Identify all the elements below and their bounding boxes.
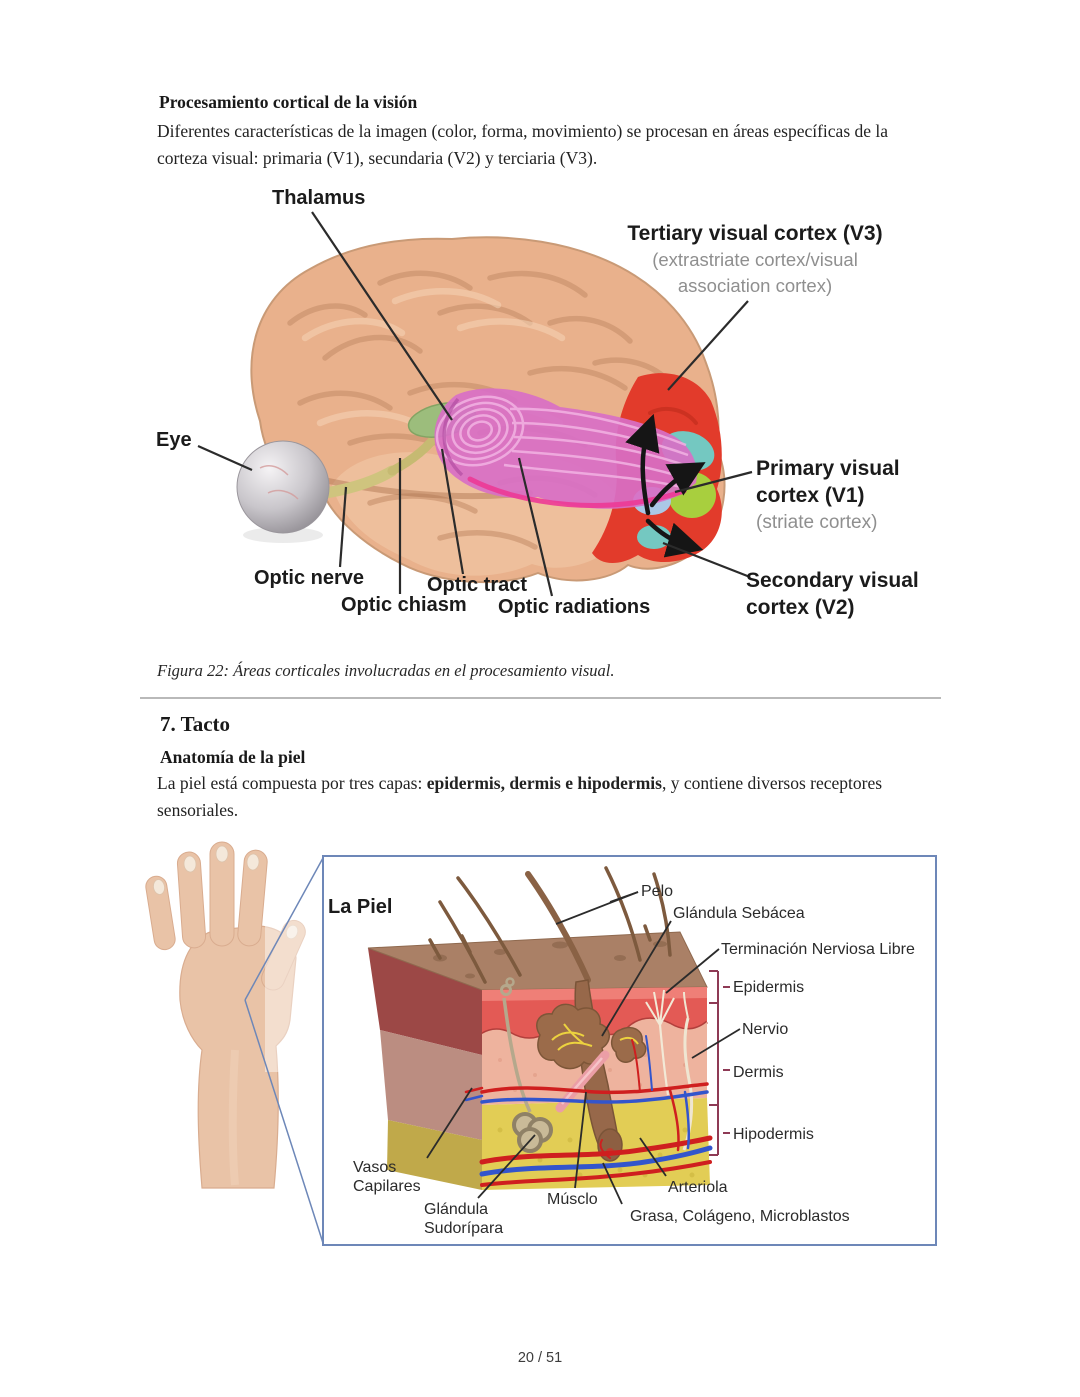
figure-brain-visual-pathway: Thalamus Tertiary visual cortex (V3) (ex… — [140, 183, 940, 643]
touch-subheading: Anatomía de la piel — [160, 747, 306, 767]
label-optic-radiations: Optic radiations — [498, 596, 651, 618]
fingernails — [153, 845, 299, 940]
label-tertiary-visual-cortex: Tertiary visual cortex (V3) (extrastriat… — [595, 221, 915, 299]
label-tertiary-title: Tertiary visual cortex (V3) — [627, 222, 883, 245]
label-terminacion-nerviosa: Terminación Nerviosa Libre — [721, 941, 915, 958]
skin-illustration-svg — [145, 841, 937, 1246]
figure-pointer-lines — [426, 891, 741, 1205]
section-divider — [140, 697, 941, 699]
label-la-piel: La Piel — [328, 896, 393, 918]
page-number: 20 / 51 — [517, 1350, 563, 1366]
blood-vessels — [464, 1035, 713, 1187]
label-pelo: Pelo — [641, 883, 674, 900]
label-vasos-capilares: Vasos Capilares — [353, 1159, 421, 1195]
label-epidermis: Epidermis — [733, 979, 805, 996]
touch-paragraph: La piel está compuesta por tres capas: e… — [157, 773, 883, 820]
optic-radiations-shape — [434, 388, 697, 509]
label-secondary-visual-cortex: Secondary visual cortex (V2) — [746, 569, 919, 619]
sebaceous-gland-shape — [536, 1003, 647, 1070]
label-primary-sub: (striate cortex) — [756, 512, 878, 533]
hair-strands — [428, 866, 672, 984]
label-primary-visual-cortex: Primary visual cortex (V1) (striate cort… — [756, 455, 900, 536]
hand-illustration — [145, 841, 322, 1189]
label-eye: Eye — [156, 429, 192, 451]
vision-section-heading: Procesamiento cortical de la visión — [159, 92, 418, 112]
touch-section-heading: 7. Tacto — [160, 712, 231, 736]
skin-layers-bold: epidermis, dermis e hipodermis — [426, 773, 662, 793]
label-optic-nerve: Optic nerve — [254, 567, 365, 589]
skin-block — [367, 866, 730, 1190]
label-dermis: Dermis — [733, 1064, 784, 1081]
label-tertiary-sub1: (extrastriate cortex/visual — [652, 249, 858, 270]
figure-skin-anatomy: La Piel Pelo Glándula Sebácea Terminació… — [140, 840, 940, 1260]
layer-bracket — [709, 970, 730, 1156]
zoom-callout-lines — [244, 857, 324, 1244]
label-hipodermis: Hipodermis — [733, 1126, 814, 1143]
label-arteriola: Arteriola — [668, 1179, 728, 1196]
label-optic-chiasm: Optic chiasm — [341, 594, 467, 616]
label-thalamus: Thalamus — [272, 187, 366, 209]
label-glandula-sebacea: Glándula Sebácea — [673, 905, 805, 922]
label-tertiary-sub2: association cortex) — [677, 275, 833, 296]
eye-shape — [236, 440, 330, 543]
label-nervio: Nervio — [742, 1021, 789, 1038]
brain-illustration-svg — [197, 211, 753, 597]
figure-caption: Figura 22: Áreas corticales involucradas… — [157, 661, 615, 680]
label-musculo: Músclo — [547, 1191, 598, 1208]
vision-paragraph: Diferentes características de la imagen … — [157, 121, 889, 168]
cortex-flow-arrows — [625, 413, 706, 558]
label-optic-tract: Optic tract — [427, 574, 528, 596]
label-glandula-sudoripara: Glándula Sudorípara — [424, 1201, 504, 1237]
figure-pointer-lines — [197, 211, 753, 597]
label-grasa-colageno: Grasa, Colágeno, Microblastos — [630, 1208, 850, 1225]
